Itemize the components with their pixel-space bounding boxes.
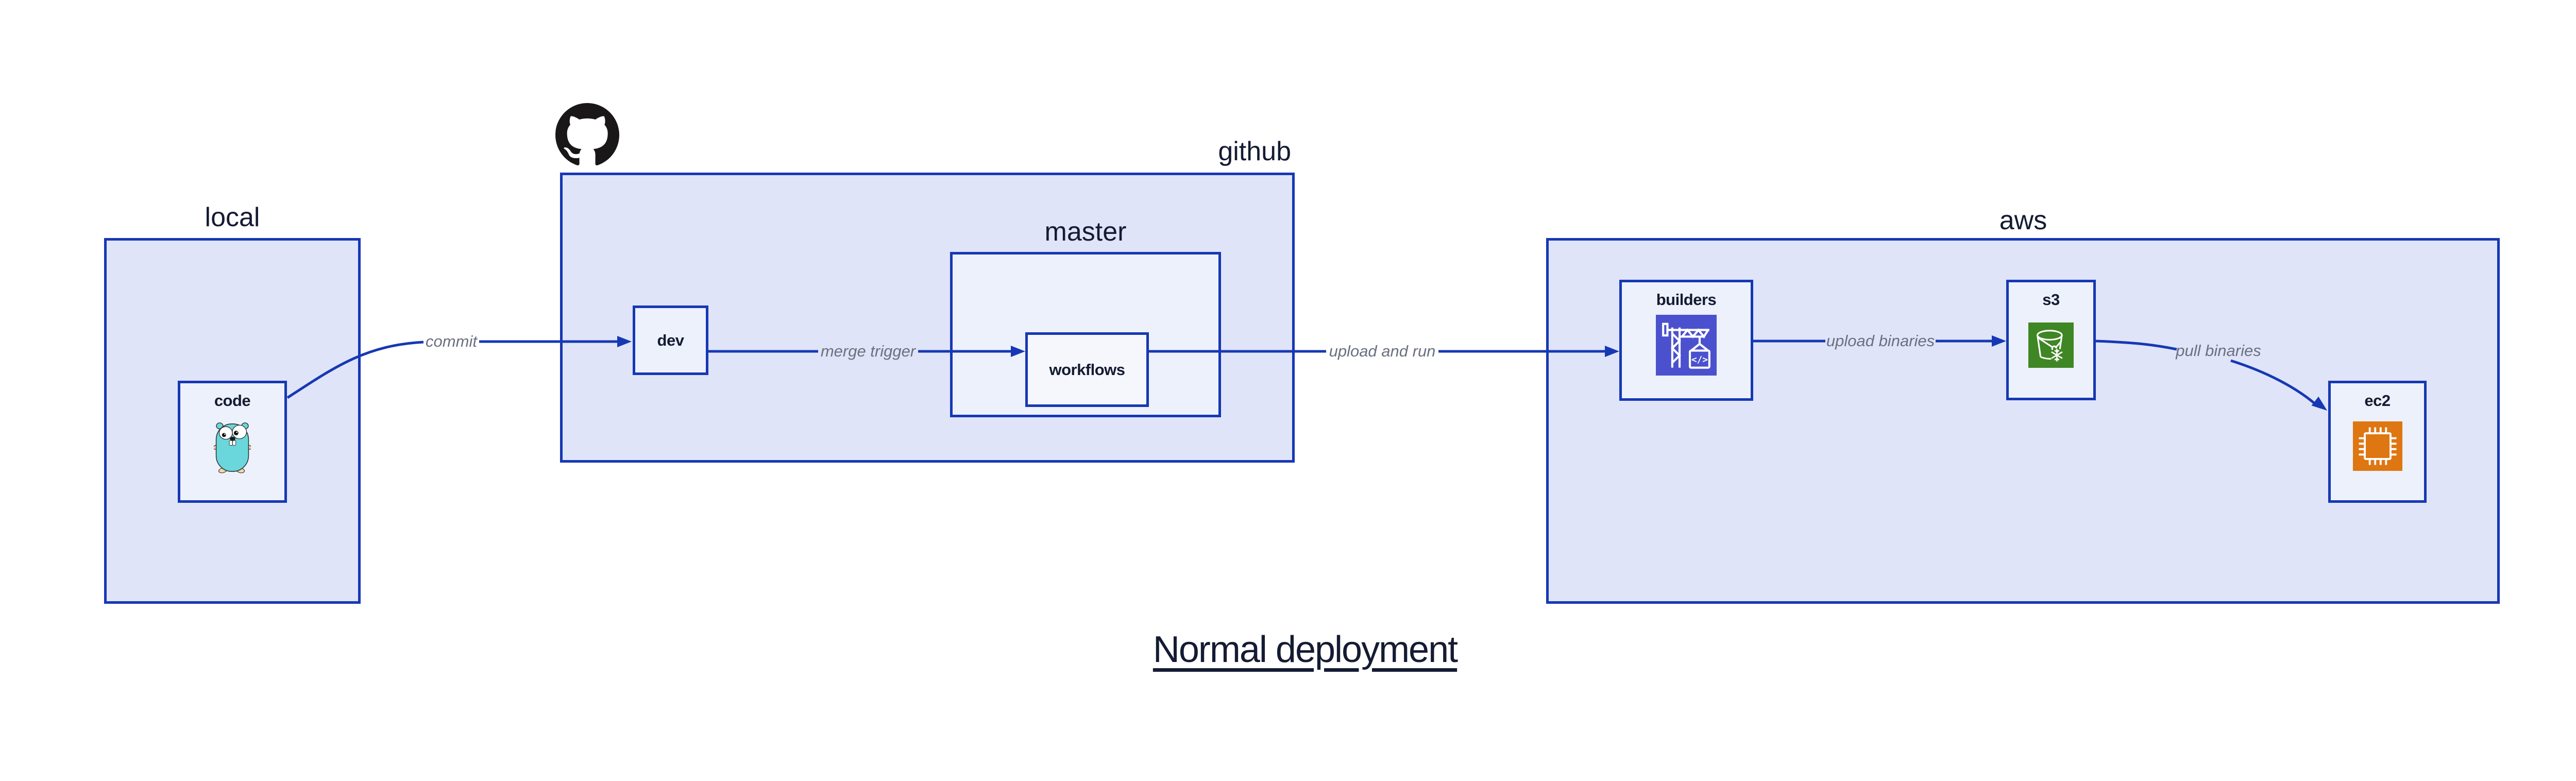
node-label-code: code <box>214 392 251 410</box>
node-label-workflows: workflows <box>1049 360 1125 379</box>
go-gopher-icon <box>214 422 251 473</box>
group-label-github: github <box>1218 137 1291 166</box>
s3-glacier-bucket-icon <box>2028 322 2074 368</box>
edge-label-commit: commit <box>426 332 477 350</box>
node-label-dev: dev <box>657 331 684 349</box>
aws-codebuild-crane-icon: </> <box>1656 315 1717 376</box>
node-label-ec2: ec2 <box>2364 392 2391 410</box>
edge-label-upload-and-run: upload and run <box>1329 342 1436 360</box>
node-code: code <box>178 381 287 503</box>
ec2-chip-icon <box>2352 421 2402 471</box>
node-dev: dev <box>633 305 708 375</box>
edge-label-pull-binaries: pull binaries <box>2176 342 2261 360</box>
edge-label-upload-binaries: upload binaries <box>1826 332 1935 350</box>
codebuild-code-glyph: </> <box>1691 355 1708 365</box>
node-builders: builders </> <box>1619 280 1753 401</box>
group-label-master: master <box>1044 217 1127 247</box>
diagram-title: Normal deployment <box>1153 629 1458 670</box>
node-ec2: ec2 <box>2328 381 2427 503</box>
group-label-aws: aws <box>1999 206 2047 235</box>
node-workflows: workflows <box>1025 332 1149 407</box>
edge-label-merge-trigger: merge trigger <box>820 342 916 360</box>
group-label-local: local <box>205 202 260 232</box>
node-s3: s3 <box>2006 280 2096 400</box>
node-label-builders: builders <box>1656 291 1717 309</box>
github-octocat-icon <box>555 103 619 165</box>
node-label-s3: s3 <box>2042 291 2060 309</box>
